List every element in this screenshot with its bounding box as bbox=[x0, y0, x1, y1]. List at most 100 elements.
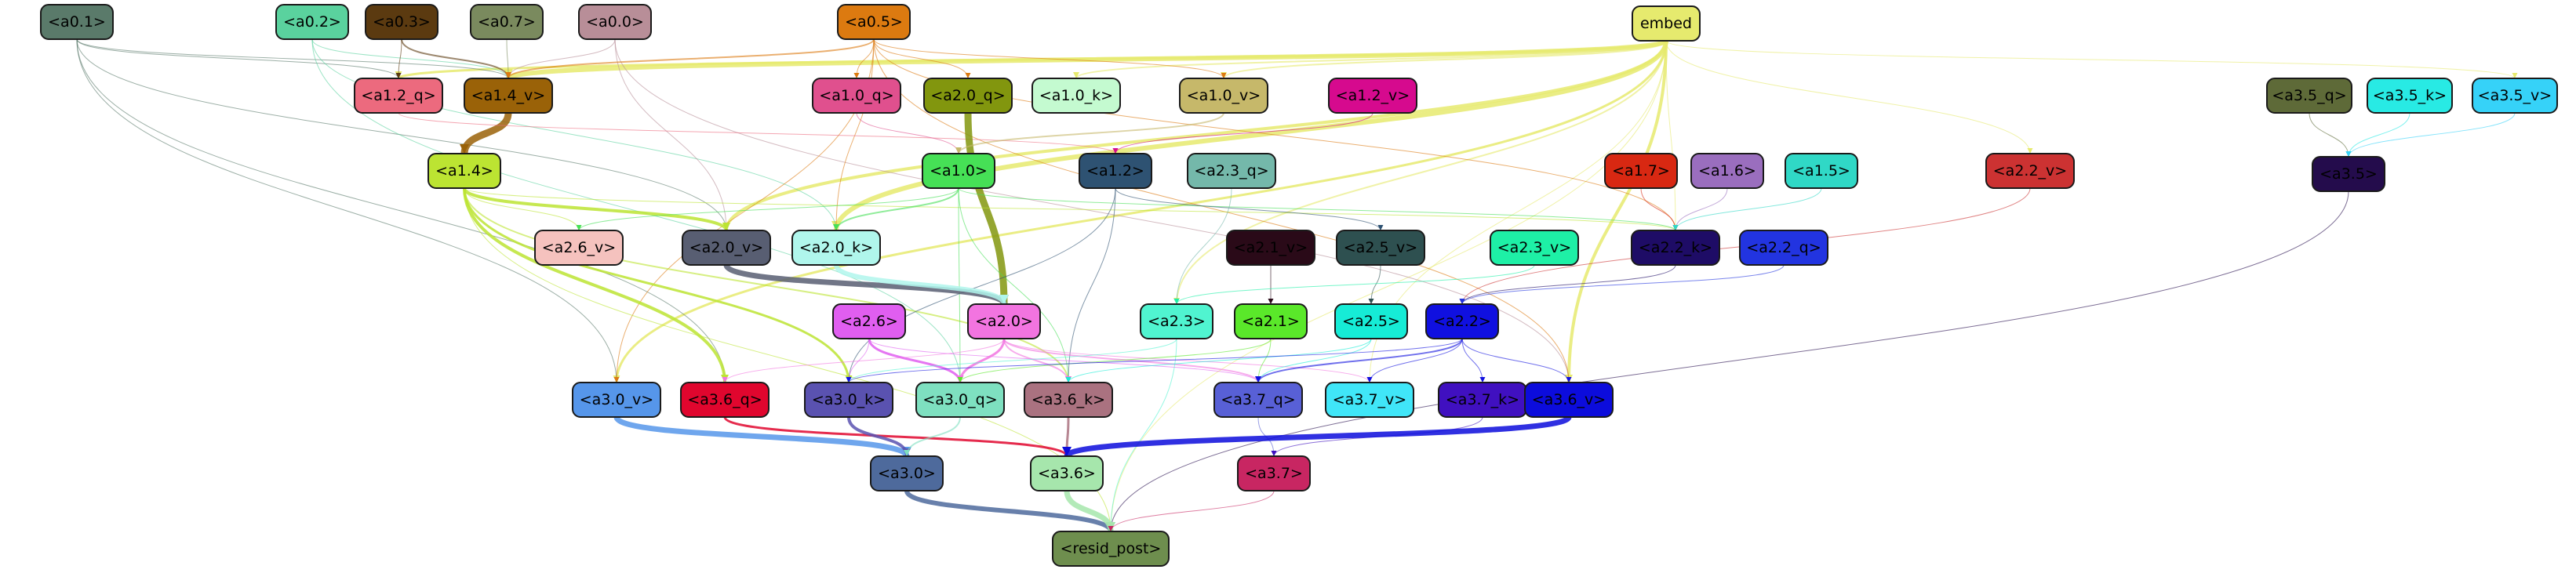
edge-a2_0-to-a3_7_q bbox=[1003, 338, 1259, 383]
edge-a3_7-to-resid_post bbox=[1110, 490, 1275, 532]
node-a1_2_q[interactable]: <a1.2_q> bbox=[354, 78, 443, 114]
node-label: <a3.6_v> bbox=[1532, 391, 1606, 408]
node-a2_5_v[interactable]: <a2.5_v> bbox=[1336, 230, 1425, 266]
node-a3_5_v[interactable]: <a3.5_v> bbox=[2472, 78, 2558, 114]
node-a0_1[interactable]: <a0.1> bbox=[40, 4, 114, 40]
node-resid_post[interactable]: <resid_post> bbox=[1052, 531, 1170, 567]
node-a3_5_k[interactable]: <a3.5_k> bbox=[2367, 78, 2453, 114]
node-box bbox=[1739, 230, 1828, 266]
node-box bbox=[428, 153, 501, 189]
edge-a0_1-to-a1_2_q bbox=[76, 38, 399, 79]
edge-a0_5-to-a1_0_v bbox=[873, 38, 1224, 79]
node-label: embed bbox=[1640, 15, 1692, 32]
node-a2_1[interactable]: <a2.1> bbox=[1234, 303, 1308, 339]
node-a3_6_k[interactable]: <a3.6_k> bbox=[1024, 382, 1113, 418]
node-a1_0_v[interactable]: <a1.0_v> bbox=[1179, 78, 1268, 114]
node-a2_6[interactable]: <a2.6> bbox=[832, 303, 906, 339]
edge-a0_1-to-a3_0_v bbox=[76, 38, 617, 383]
node-a3_0_q[interactable]: <a3.0_q> bbox=[915, 382, 1005, 418]
node-a1_6[interactable]: <a1.6> bbox=[1690, 153, 1764, 189]
node-a3_0_k[interactable]: <a3.0_k> bbox=[804, 382, 893, 418]
node-a2_5[interactable]: <a2.5> bbox=[1334, 303, 1408, 339]
node-a1_0[interactable]: <a1.0> bbox=[922, 153, 995, 189]
node-layer: embed <a0.1> <a0.2> <a0.3> <a0.7> <a0.0> <a0.5… bbox=[40, 4, 2558, 567]
node-a1_4_v[interactable]: <a1.4_v> bbox=[464, 78, 553, 114]
node-a3_7_q[interactable]: <a3.7_q> bbox=[1213, 382, 1303, 418]
node-label: <a1.0_k> bbox=[1039, 87, 1113, 104]
node-box bbox=[837, 4, 911, 40]
node-a3_5_q[interactable]: <a3.5_q> bbox=[2266, 78, 2352, 114]
edge-a1_0-to-a2_0_k bbox=[835, 187, 959, 231]
edge-arrowhead bbox=[1173, 299, 1180, 304]
node-a3_5[interactable]: <a3.5> bbox=[2312, 156, 2385, 192]
node-a3_7[interactable]: <a3.7> bbox=[1237, 455, 1311, 491]
node-a2_3_v[interactable]: <a2.3_v> bbox=[1490, 230, 1579, 266]
node-a2_0_k[interactable]: <a2.0_k> bbox=[791, 230, 881, 266]
node-a3_7_v[interactable]: <a3.7_v> bbox=[1325, 382, 1414, 418]
node-a1_5[interactable]: <a1.5> bbox=[1785, 153, 1858, 189]
node-label: <a1.5> bbox=[1792, 162, 1850, 180]
node-a2_2_k[interactable]: <a2.2_k> bbox=[1631, 230, 1720, 266]
node-box bbox=[1234, 303, 1308, 339]
node-embed[interactable]: embed bbox=[1632, 5, 1701, 42]
node-a3_6_v[interactable]: <a3.6_v> bbox=[1524, 382, 1614, 418]
node-a0_2[interactable]: <a0.2> bbox=[275, 4, 349, 40]
node-a3_6_q[interactable]: <a3.6_q> bbox=[680, 382, 770, 418]
edge-a2_6-to-a3_0_k bbox=[848, 338, 870, 383]
node-a2_0_v[interactable]: <a2.0_v> bbox=[682, 230, 771, 266]
node-a3_0_v[interactable]: <a3.0_v> bbox=[572, 382, 661, 418]
edge-a0_5-to-a1_4_v bbox=[508, 38, 875, 79]
edge-arrowhead bbox=[965, 73, 971, 78]
node-a0_0[interactable]: <a0.0> bbox=[578, 4, 652, 40]
edge-arrowhead bbox=[1073, 72, 1079, 78]
edge-arrowhead bbox=[1255, 376, 1261, 383]
edge-arrowhead bbox=[1672, 225, 1679, 230]
node-a2_0[interactable]: <a2.0> bbox=[967, 303, 1041, 339]
node-a1_7[interactable]: <a1.7> bbox=[1604, 153, 1678, 189]
node-box bbox=[812, 78, 901, 114]
node-a2_2[interactable]: <a2.2> bbox=[1425, 303, 1499, 339]
edge-arrowhead bbox=[957, 377, 963, 383]
node-a2_3[interactable]: <a2.3> bbox=[1140, 303, 1213, 339]
edge-embed-to-a3_6_v bbox=[1567, 40, 1668, 383]
node-label: <a3.6_k> bbox=[1031, 391, 1105, 408]
node-a1_2[interactable]: <a1.2> bbox=[1079, 153, 1152, 189]
node-label: <a2.0_k> bbox=[799, 239, 873, 256]
node-a2_0_q[interactable]: <a2.0_q> bbox=[923, 78, 1013, 114]
node-a0_5[interactable]: <a0.5> bbox=[837, 4, 911, 40]
node-a2_3_q[interactable]: <a2.3_q> bbox=[1187, 153, 1276, 189]
node-box bbox=[1187, 153, 1276, 189]
node-label: <a1.2_q> bbox=[361, 87, 435, 104]
node-a2_6_v[interactable]: <a2.6_v> bbox=[534, 230, 624, 266]
node-a3_7_k[interactable]: <a3.7_k> bbox=[1438, 382, 1527, 418]
node-a3_6[interactable]: <a3.6> bbox=[1030, 455, 1104, 491]
edge-arrowhead bbox=[1065, 377, 1072, 383]
node-box bbox=[572, 382, 661, 418]
edge-a0_5-to-a2_0_q bbox=[873, 38, 969, 79]
node-label: <a1.0_v> bbox=[1187, 87, 1261, 104]
edge-arrowhead bbox=[1108, 526, 1114, 531]
edge-a0_3-to-a1_4_v bbox=[401, 38, 509, 79]
edge-arrowhead bbox=[505, 72, 511, 78]
node-a0_3[interactable]: <a0.3> bbox=[365, 4, 438, 40]
node-a2_2_q[interactable]: <a2.2_q> bbox=[1739, 230, 1828, 266]
node-label: <a2.6_v> bbox=[542, 239, 616, 256]
node-a2_1_v[interactable]: <a2.1_v> bbox=[1226, 230, 1315, 266]
node-a1_2_v[interactable]: <a1.2_v> bbox=[1328, 78, 1417, 114]
node-label: <a3.5> bbox=[2319, 165, 2378, 183]
edge-a2_2_k-to-a2_2 bbox=[1461, 264, 1676, 305]
node-a2_2_v[interactable]: <a2.2_v> bbox=[1985, 153, 2075, 189]
node-box bbox=[2367, 78, 2453, 114]
edge-a0_1-to-a3_6_q bbox=[76, 38, 726, 383]
node-a3_0[interactable]: <a3.0> bbox=[870, 455, 944, 491]
edge-arrowhead bbox=[613, 377, 620, 383]
node-a1_0_q[interactable]: <a1.0_q> bbox=[812, 78, 901, 114]
node-a1_0_k[interactable]: <a1.0_k> bbox=[1031, 78, 1121, 114]
node-label: <a2.0> bbox=[975, 313, 1033, 330]
node-box bbox=[1226, 230, 1315, 266]
node-a0_7[interactable]: <a0.7> bbox=[470, 4, 544, 40]
node-a1_4[interactable]: <a1.4> bbox=[428, 153, 501, 189]
node-box bbox=[1690, 153, 1764, 189]
edge-a0_3-to-a1_2_q bbox=[398, 38, 402, 79]
